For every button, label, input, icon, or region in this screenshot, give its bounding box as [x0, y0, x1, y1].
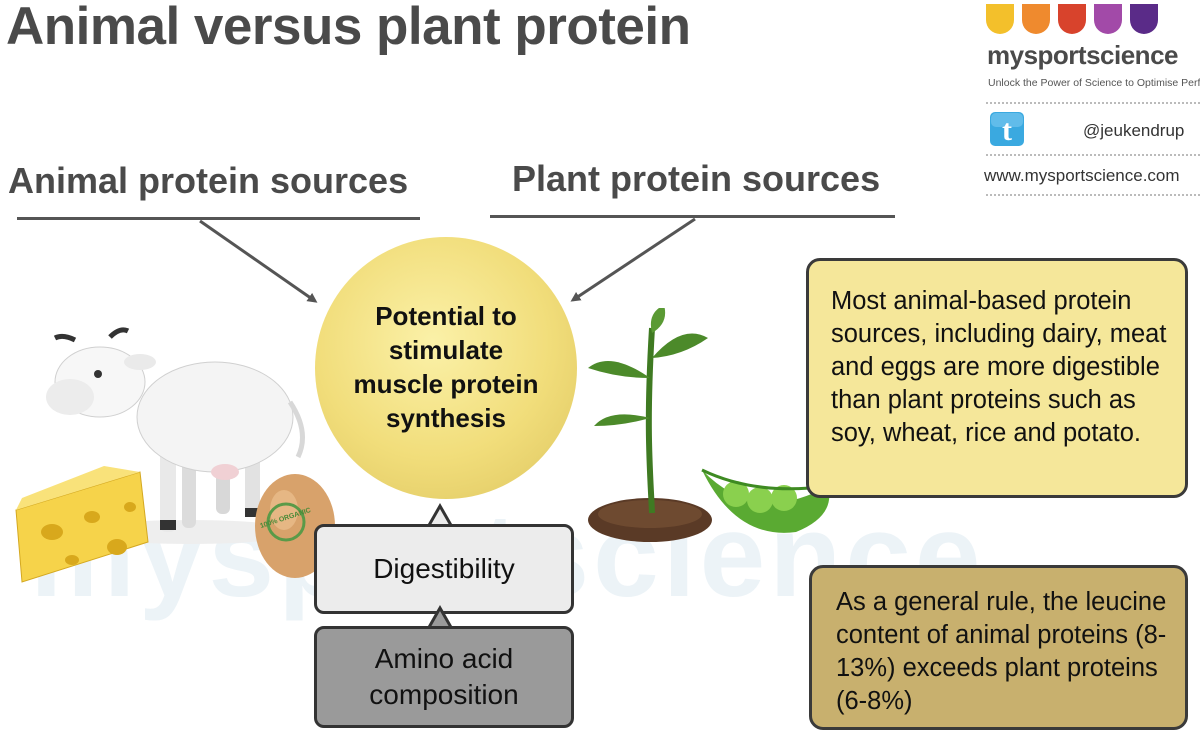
- animal-sources-heading: Animal protein sources: [8, 160, 409, 201]
- digestibility-label: Digestibility: [373, 553, 515, 584]
- pea-pod-illustration: [701, 468, 830, 533]
- central-concept-circle: Potential to stimulate muscle protein sy…: [315, 237, 577, 499]
- logo-dot-purple: [1094, 4, 1122, 34]
- page-title: Animal versus plant protein: [6, 0, 691, 56]
- logo-divider: [986, 102, 1200, 104]
- animal-arrow: [199, 219, 318, 303]
- logo-divider: [986, 194, 1200, 196]
- animal-heading-rule: [17, 217, 420, 220]
- central-concept-label: Potential to stimulate muscle protein sy…: [353, 301, 539, 433]
- seedling-illustration: [588, 308, 712, 542]
- logo-dot-red: [1058, 4, 1086, 34]
- twitter-icon[interactable]: t: [990, 112, 1024, 146]
- logo-dot-orange: [1022, 4, 1050, 34]
- cow-illustration: [46, 327, 305, 544]
- brand-tagline: Unlock the Power of Science to Optimise …: [988, 77, 1200, 89]
- digestibility-info-text: Most animal-based protein sources, inclu…: [831, 287, 1167, 447]
- brand-logo: [982, 0, 1200, 200]
- digestibility-info-box: Most animal-based protein sources, inclu…: [806, 258, 1188, 498]
- twitter-handle[interactable]: @jeukendrup: [1083, 121, 1185, 140]
- logo-dot-violet: [1130, 4, 1158, 34]
- plant-sources-heading: Plant protein sources: [512, 158, 881, 199]
- cheese-illustration: [15, 466, 149, 583]
- plant-heading-rule: [490, 215, 895, 218]
- plant-arrow: [570, 217, 696, 302]
- logo-divider: [986, 154, 1200, 156]
- amino-acid-label: Amino acid composition: [369, 643, 519, 710]
- brand-name: mysportscience: [987, 40, 1178, 70]
- logo-dot-yellow: [986, 4, 1014, 34]
- digestibility-box: Digestibility: [314, 524, 574, 614]
- leucine-info-text: As a general rule, the leucine content o…: [836, 588, 1167, 715]
- amino-acid-box: Amino acid composition: [314, 626, 574, 728]
- logo-dots: [986, 4, 1158, 34]
- leucine-info-box: As a general rule, the leucine content o…: [809, 565, 1188, 730]
- svg-text:t: t: [1002, 114, 1012, 146]
- website-link[interactable]: www.mysportscience.com: [984, 166, 1180, 185]
